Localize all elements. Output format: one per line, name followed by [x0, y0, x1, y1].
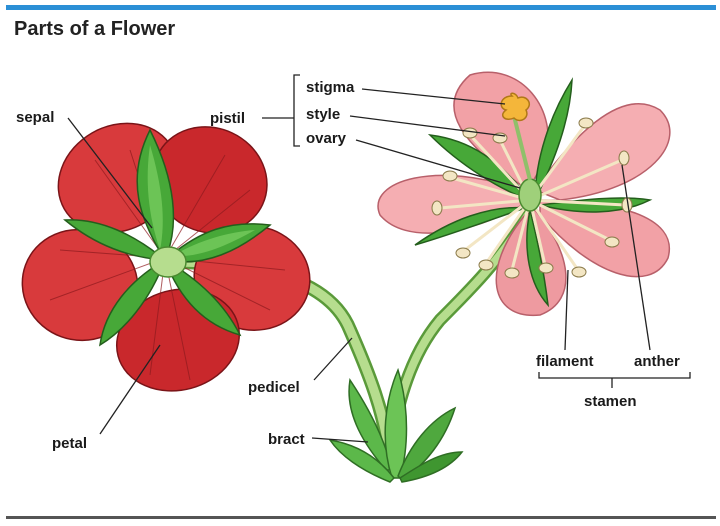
pink-flower [377, 71, 671, 316]
label-anther: anther [634, 353, 680, 370]
bottom-rule [6, 516, 716, 519]
top-accent-rule [6, 5, 716, 10]
bract [328, 367, 464, 483]
label-sepal: sepal [16, 109, 54, 126]
label-style: style [306, 106, 340, 123]
red-flower [21, 122, 311, 392]
label-bract: bract [268, 431, 305, 448]
label-stigma: stigma [306, 79, 355, 96]
label-petal: petal [52, 435, 87, 452]
label-ovary: ovary [306, 130, 347, 147]
label-pedicel: pedicel [248, 379, 300, 396]
label-stamen: stamen [584, 393, 637, 410]
diagram-title: Parts of a Flower [14, 18, 176, 40]
label-filament: filament [536, 353, 594, 370]
leader-lines [67, 74, 691, 443]
labels: sepal pistil stigma style ovary petal pe… [16, 79, 680, 452]
label-pistil: pistil [210, 110, 245, 127]
